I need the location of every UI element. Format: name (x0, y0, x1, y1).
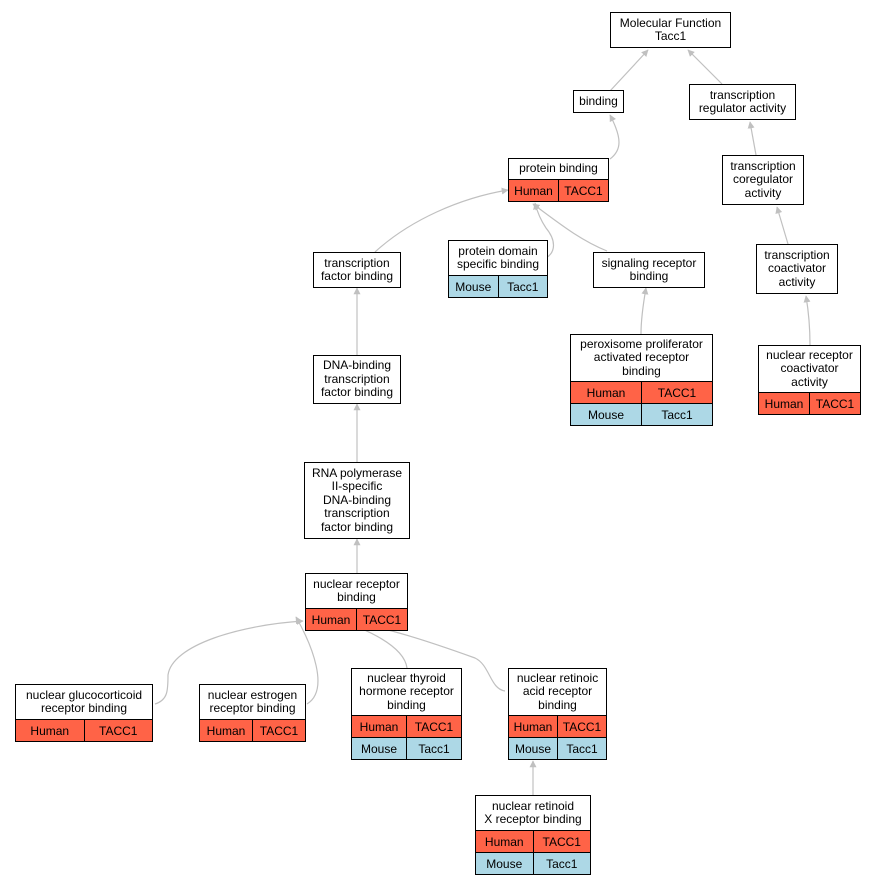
species-label: Mouse (486, 856, 523, 871)
species-label: Human (513, 719, 553, 734)
edge-ppar-to-sigrec (640, 287, 649, 335)
gene-label: Tacc1 (641, 404, 712, 425)
species-row: Human TACC1 (200, 719, 305, 741)
edge-binding-to-mf (609, 49, 649, 92)
species-label: Human (206, 723, 246, 738)
species-label: Human (764, 396, 804, 411)
edge-coact-to-coreg (775, 206, 789, 245)
gene-label: Tacc1 (557, 738, 606, 759)
species-row: Human TACC1 (509, 179, 608, 201)
edge-estrogen-to-nrbind (295, 616, 319, 705)
node-title: protein domain specific binding (456, 243, 540, 271)
node-title: transcription coregulator activity (730, 158, 796, 200)
species-label: Human (484, 834, 524, 849)
node-transcription-coactivator-activity[interactable]: transcription coactivator activity (756, 244, 838, 294)
species-row: Human TACC1 (476, 830, 590, 852)
species-row: Mouse Tacc1 (352, 737, 461, 759)
edge-pdsb-to-protbind (533, 202, 555, 259)
node-ppar-binding[interactable]: peroxisome proliferator activated recept… (570, 334, 713, 426)
gene-label: Tacc1 (497, 276, 548, 297)
node-binding[interactable]: binding (573, 90, 624, 113)
gene-label: TACC1 (406, 716, 461, 737)
species-label: Human (359, 719, 399, 734)
node-signaling-receptor-binding[interactable]: signaling receptor binding (593, 252, 705, 288)
gene-label: TACC1 (809, 393, 860, 414)
species-label: Human (586, 385, 626, 400)
species-label: Mouse (514, 741, 552, 756)
node-title: signaling receptor binding (601, 255, 697, 283)
species-row: Mouse Tacc1 (449, 275, 547, 297)
edge-tfbind-to-protbind (374, 187, 509, 253)
node-title: nuclear retinoid X receptor binding (484, 798, 582, 826)
gene-label: TACC1 (252, 720, 305, 741)
species-row: Human TACC1 (352, 715, 461, 737)
edge-coreg-to-trreg (747, 121, 757, 156)
gene-label: TACC1 (558, 180, 608, 201)
node-title: RNA polymerase II-specific DNA-binding t… (311, 465, 403, 534)
species-row: Human TACC1 (759, 392, 860, 414)
node-title: transcription factor binding (320, 255, 394, 283)
gene-label: TACC1 (83, 720, 153, 741)
edge-nrcoact-to-coact (803, 295, 811, 346)
species-label: Human (30, 723, 70, 738)
node-title: binding (579, 93, 618, 108)
node-title: peroxisome proliferator activated recept… (580, 336, 703, 378)
node-title: Molecular Function Tacc1 (619, 15, 722, 43)
species-label: Human (311, 612, 351, 627)
species-row: Mouse Tacc1 (509, 737, 606, 759)
edge-sigrec-to-protbind (532, 203, 608, 252)
node-transcription-coregulator-activity[interactable]: transcription coregulator activity (722, 155, 804, 205)
node-title: transcription coactivator activity (764, 247, 830, 289)
edge-trreg-to-mf (687, 49, 723, 85)
node-title: DNA-binding transcription factor binding (320, 358, 394, 400)
species-label: Mouse (455, 279, 492, 294)
node-title: nuclear estrogen receptor binding (207, 687, 298, 715)
species-label: Human (514, 183, 553, 198)
gene-label: Tacc1 (532, 853, 591, 874)
gene-label: TACC1 (557, 716, 606, 737)
node-title: nuclear thyroid hormone receptor binding (359, 670, 454, 712)
node-title: nuclear retinoic acid receptor binding (516, 670, 599, 712)
node-transcription-factor-binding[interactable]: transcription factor binding (313, 252, 401, 288)
species-label: Mouse (587, 407, 625, 422)
node-dna-binding-tf-binding[interactable]: DNA-binding transcription factor binding (313, 355, 401, 404)
node-transcription-regulator-activity[interactable]: transcription regulator activity (689, 84, 796, 120)
species-row: Human TACC1 (571, 381, 712, 403)
species-row: Human TACC1 (509, 715, 606, 737)
node-nuclear-thyroid-hormone-receptor-binding[interactable]: nuclear thyroid hormone receptor binding… (351, 668, 462, 760)
species-label: Mouse (360, 741, 398, 756)
species-row: Mouse Tacc1 (571, 403, 712, 425)
node-molecular-function[interactable]: Molecular Function Tacc1 (610, 12, 731, 48)
node-rna-pol-ii-tf-binding[interactable]: RNA polymerase II-specific DNA-binding t… (304, 462, 410, 539)
species-row: Human TACC1 (306, 608, 407, 630)
node-title: nuclear glucocorticoid receptor binding (25, 687, 143, 715)
gene-label: Tacc1 (406, 738, 461, 759)
edge-glucocort-to-nrbind (154, 617, 304, 705)
node-title: nuclear receptor binding (313, 576, 400, 604)
node-title: protein binding (519, 161, 598, 176)
species-row: Human TACC1 (16, 719, 152, 741)
edge-protbind-to-binding (609, 114, 620, 160)
gene-label: TACC1 (532, 831, 591, 852)
node-title: transcription regulator activity (698, 87, 787, 115)
node-title: nuclear receptor coactivator activity (766, 347, 853, 389)
gene-label: TACC1 (641, 382, 712, 403)
species-row: Mouse Tacc1 (476, 852, 590, 874)
gene-label: TACC1 (356, 609, 407, 630)
